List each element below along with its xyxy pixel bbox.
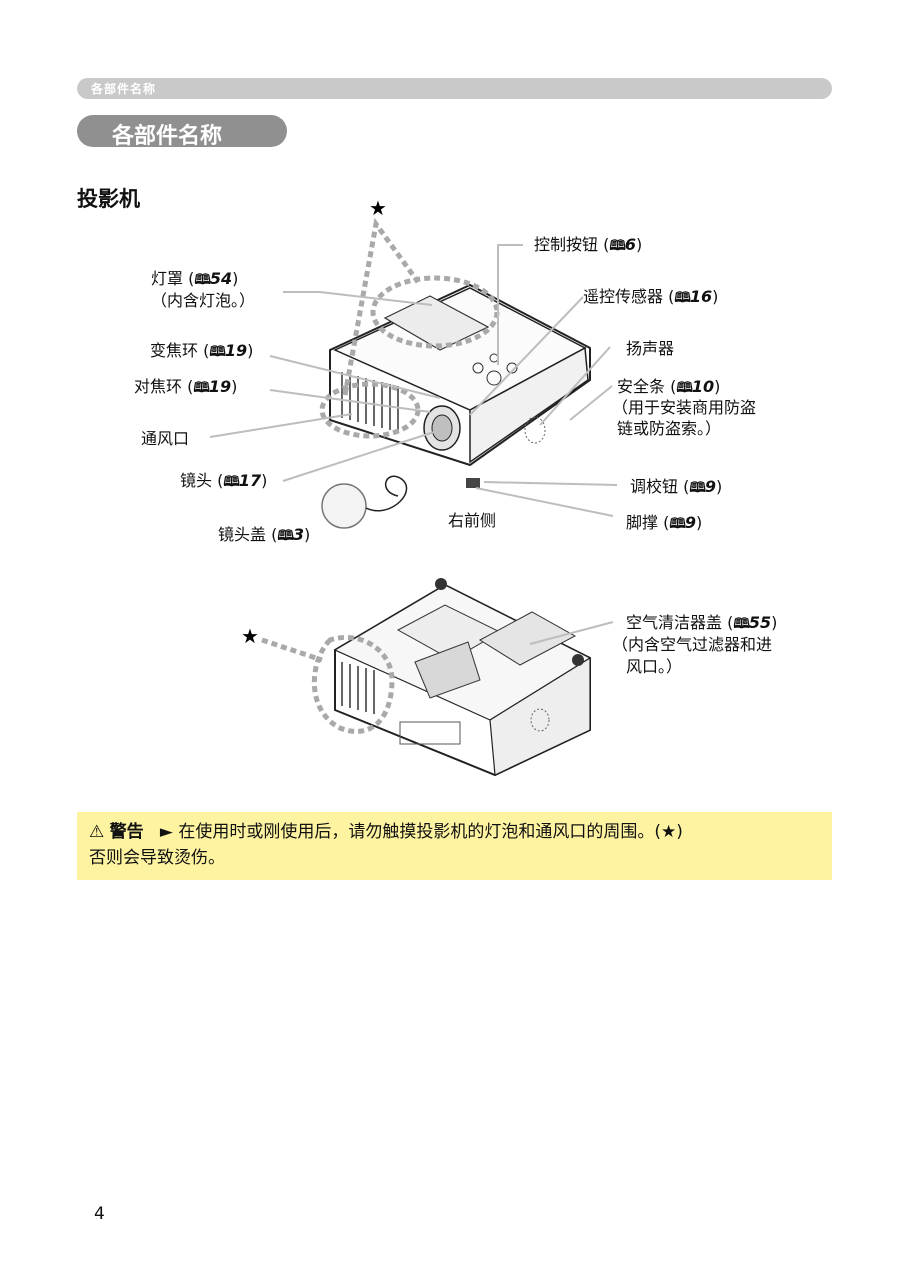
callout-elevator-foot: 脚撑 (🕮9)	[626, 513, 703, 532]
projector-diagram: ★ ★	[209, 196, 618, 777]
callout-security-bar-note-2: 链或防盗索。）	[617, 419, 722, 438]
callout-zoom-ring: 变焦环 (🕮19)	[150, 341, 254, 360]
projector-front-illustration	[321, 283, 591, 529]
star-icon: ★	[369, 196, 387, 220]
book-reference-icon: 🕮	[676, 380, 692, 396]
warning-box: ⚠ 警告 ► 在使用时或刚使用后，请勿触摸投影机的灯泡和通风口的周围。(★) 否…	[77, 812, 832, 880]
warning-text: 在使用时或刚使用后，请勿触摸投影机的灯泡和通风口的周围。(★)	[178, 822, 683, 842]
callout-air-filter-note-1: （内含空气过滤器和进	[612, 635, 773, 654]
leader-lines	[209, 244, 618, 517]
book-reference-icon: 🕮	[209, 344, 225, 360]
section-title: 各部件名称	[111, 124, 222, 149]
book-reference-icon: 🕮	[194, 272, 210, 288]
callout-remote-sensor: 遥控传感器 (🕮16)	[583, 287, 719, 306]
star-icon: ★	[241, 624, 259, 648]
callout-security-bar: 安全条 (🕮10)	[617, 377, 721, 396]
hot-zone-outline-bottom	[261, 634, 395, 734]
callout-lens-cap: 镜头盖 (🕮3)	[218, 525, 311, 544]
callout-lamp-cover-note: （内含灯泡。）	[151, 291, 256, 310]
callout-focus-ring: 对焦环 (🕮19)	[134, 377, 238, 396]
front-view-caption: 右前侧	[448, 511, 497, 530]
arrow-icon: ►	[159, 822, 173, 842]
leader-lines-bottom	[529, 621, 614, 645]
callout-security-bar-note-1: （用于安装商用防盗	[612, 398, 757, 417]
callout-lamp-cover: 灯罩 (🕮54)	[151, 269, 239, 288]
book-reference-icon: 🕮	[669, 516, 685, 532]
book-reference-icon: 🕮	[674, 290, 690, 306]
book-reference-icon: 🕮	[609, 238, 625, 254]
breadcrumb: 各部件名称	[91, 82, 157, 96]
book-reference-icon: 🕮	[733, 616, 749, 632]
section-title-pill: 各部件名称	[77, 115, 287, 149]
subsection-title: 投影机	[77, 187, 140, 211]
callout-air-filter-note-2: 风口。）	[626, 657, 683, 676]
page-number: 4	[94, 1204, 105, 1224]
header-bar: 各部件名称	[77, 78, 832, 99]
book-reference-icon: 🕮	[689, 480, 705, 496]
callout-air-filter-cover: 空气清洁器盖 (🕮55)	[626, 613, 778, 632]
projector-bottom-illustration	[333, 578, 592, 777]
book-reference-icon: 🕮	[277, 528, 293, 544]
book-reference-icon: 🕮	[193, 380, 209, 396]
warning-title: 警告	[109, 822, 144, 842]
callout-lens: 镜头 (🕮17)	[180, 471, 268, 490]
warning-line-2: 否则会导致烫伤。	[89, 848, 225, 868]
warning-line-1: ⚠ 警告 ► 在使用时或刚使用后，请勿触摸投影机的灯泡和通风口的周围。(★)	[89, 821, 683, 843]
book-reference-icon: 🕮	[223, 474, 239, 490]
callout-speaker: 扬声器	[626, 339, 675, 358]
warning-triangle-icon: ⚠	[89, 822, 105, 842]
callout-elevator-button: 调校钮 (🕮9)	[630, 477, 723, 496]
callout-control-buttons: 控制按钮 (🕮6)	[534, 235, 643, 254]
callout-vent: 通风口	[141, 429, 190, 448]
